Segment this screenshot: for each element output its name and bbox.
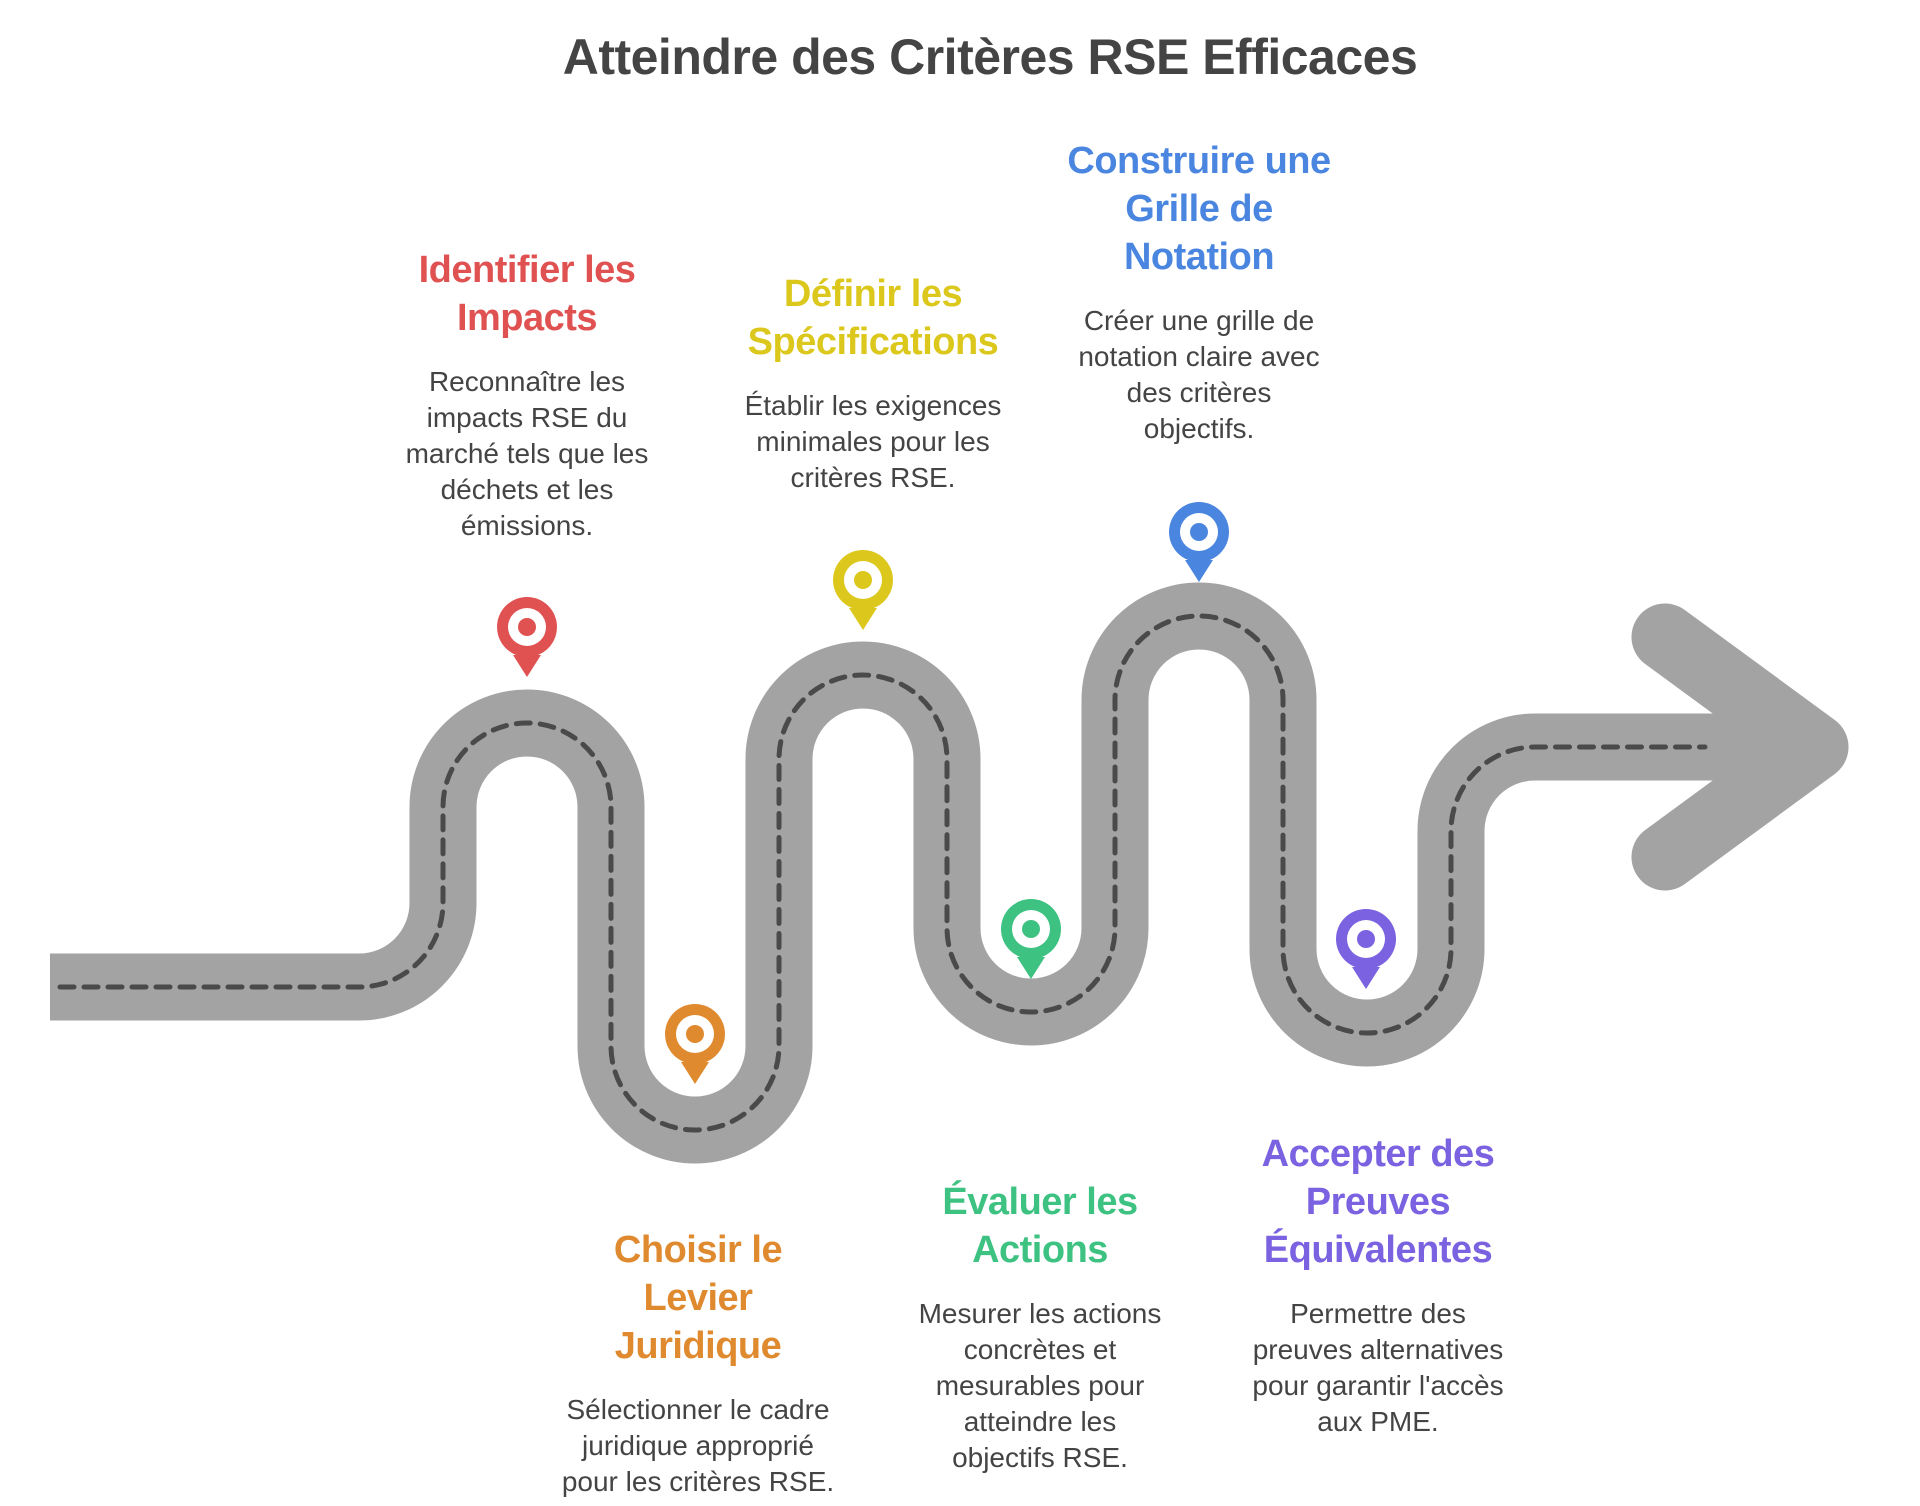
pin-icon-accepter — [1336, 909, 1396, 989]
arrow-head — [1631, 603, 1849, 891]
step-heading: Évaluer les Actions — [942, 1181, 1138, 1271]
pin-icon-identifier — [497, 597, 557, 677]
step-description: Reconnaître les impacts RSE du marché te… — [405, 366, 649, 541]
step-choisir-levier: Choisir le Levier Juridique Sélectionner… — [538, 1226, 858, 1500]
road-path — [50, 582, 1790, 1164]
step-description: Mesurer les actions concrètes et mesurab… — [918, 1298, 1162, 1473]
step-heading: Définir les Spécifications — [747, 273, 999, 363]
step-description: Établir les exigences minimales pour les… — [744, 390, 1002, 493]
step-description: Permettre des preuves alternatives pour … — [1252, 1298, 1504, 1437]
step-accepter-preuves: Accepter des Preuves Équivalentes Permet… — [1218, 1130, 1538, 1440]
step-identifier-impacts: Identifier les Impacts Reconnaître les i… — [377, 246, 677, 544]
step-heading: Construire une Grille de Notation — [1067, 140, 1331, 278]
road-center-dashes — [57, 613, 1708, 1133]
step-definir-specifications: Définir les Spécifications Établir les e… — [713, 270, 1033, 496]
step-heading: Choisir le Levier Juridique — [613, 1229, 783, 1367]
step-heading: Accepter des Preuves Équivalentes — [1261, 1133, 1495, 1271]
diagram-title: Atteindre des Critères RSE Efficaces — [562, 29, 1418, 85]
step-construire-grille: Construire une Grille de Notation Créer … — [1044, 137, 1354, 447]
step-description: Sélectionner le cadre juridique appropri… — [561, 1394, 835, 1497]
pin-icon-choisir — [665, 1004, 725, 1084]
step-heading: Identifier les Impacts — [418, 249, 636, 339]
pin-icon-definir — [833, 550, 893, 630]
pin-icon-evaluer — [1001, 899, 1061, 979]
step-description: Créer une grille de notation claire avec… — [1078, 305, 1320, 444]
pin-icon-construire — [1169, 502, 1229, 582]
step-evaluer-actions: Évaluer les Actions Mesurer les actions … — [885, 1178, 1195, 1476]
